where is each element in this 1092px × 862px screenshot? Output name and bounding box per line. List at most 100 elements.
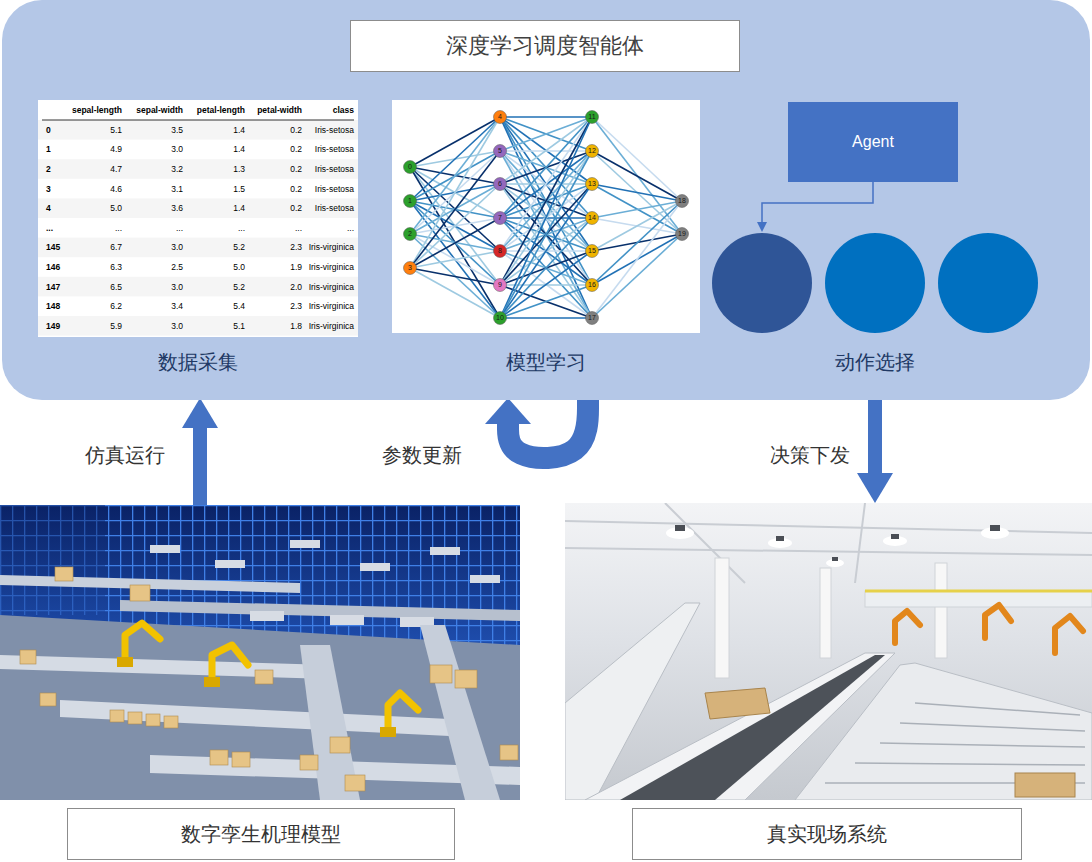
panel-title: 深度学习调度智能体 [446, 33, 644, 59]
table-cell: 3.0 [171, 242, 183, 252]
neuron-link [592, 234, 682, 318]
table-cell: 3.5 [171, 125, 183, 135]
table-cell: 2.3 [290, 301, 302, 311]
real-site-panel: 真实现场系统 [565, 503, 1092, 862]
neuron-number: 19 [678, 230, 686, 238]
neuron-link [500, 151, 592, 318]
neuron-link [410, 268, 500, 285]
flow-arrow [485, 398, 588, 458]
section-caption-box: 数据采集 [38, 344, 358, 380]
neuron [494, 245, 507, 258]
system-label-box: 真实现场系统 [632, 808, 1022, 860]
neuron-link [500, 151, 592, 318]
neuron-link [500, 184, 592, 318]
table-cell: 3.0 [171, 282, 183, 292]
table-row-index: 148 [46, 301, 60, 311]
table-cell: Iris-virginica [309, 242, 354, 252]
model-learning-section: 模型学习 [392, 100, 700, 398]
neuron-link [500, 117, 592, 251]
table-cell: 1.4 [233, 203, 245, 213]
neuron-link [410, 167, 500, 285]
neuron-link [500, 117, 592, 318]
neuron-link [410, 251, 500, 268]
arrow-shaft [508, 398, 588, 458]
neuron-number: 13 [588, 180, 596, 188]
table-header: class [333, 105, 354, 115]
table-cell: 1.4 [233, 144, 245, 154]
neuron [404, 161, 417, 174]
table-row-index: ... [46, 223, 53, 233]
neuron-number: 16 [588, 281, 596, 289]
table-row-index: 1 [46, 144, 51, 154]
table-row-index: 145 [46, 242, 60, 252]
arrow-label: 决策下发 [770, 443, 850, 467]
system-label: 数字孪生机理模型 [181, 822, 341, 846]
table-cell: 2.3 [290, 242, 302, 252]
neuron-number: 12 [588, 147, 596, 155]
neurons [404, 111, 689, 325]
neuron-link [410, 117, 500, 201]
table-cell: 5.4 [233, 301, 245, 311]
table-cell: ... [176, 223, 183, 233]
neuron [676, 195, 689, 208]
neuron [586, 111, 599, 124]
table-cell: ... [115, 223, 122, 233]
table-cell: Iris-setosa [315, 203, 354, 213]
table-cell: 6.3 [110, 262, 122, 272]
neuron-link [500, 117, 592, 285]
table-cell: 3.2 [171, 164, 183, 174]
neuron [586, 245, 599, 258]
neuron-link [500, 285, 592, 318]
table-header: petal-width [257, 105, 302, 115]
agent-panel: 深度学习调度智能体 数据采集 模型学习 动作选择Agent [2, 0, 1090, 400]
neuron-link [500, 117, 592, 251]
neuron [494, 312, 507, 325]
table-cell: Iris-setosa [315, 144, 354, 154]
table-cell: ... [295, 223, 302, 233]
neuron-number: 8 [498, 247, 502, 255]
table-row-index: 0 [46, 125, 51, 135]
neuron-link [500, 117, 592, 184]
table-row-index: 3 [46, 184, 51, 194]
neuron [404, 262, 417, 275]
neuron-link [500, 218, 592, 318]
table-cell: 1.5 [233, 184, 245, 194]
neuron-link [410, 268, 500, 318]
table-cell: 6.5 [110, 282, 122, 292]
neuron-number: 3 [408, 264, 412, 272]
neuron-link [500, 285, 592, 318]
neuron-link [592, 117, 682, 201]
table-cell: Iris-virginica [309, 321, 354, 331]
table-cell: 5.0 [233, 262, 245, 272]
neuron-link [592, 184, 682, 201]
table-cell: 5.1 [110, 125, 122, 135]
arrow-head [182, 398, 218, 428]
neuron-number: 15 [588, 247, 596, 255]
real-site-photo [565, 503, 1092, 800]
table-cell: 3.6 [171, 203, 183, 213]
neuron-link [500, 117, 592, 318]
neuron-link [500, 184, 592, 318]
neuron [404, 195, 417, 208]
table-header: sepal-length [72, 105, 122, 115]
arrow-shaft [868, 398, 882, 474]
neuron [586, 145, 599, 158]
arrow-head [857, 473, 893, 503]
neuron [586, 279, 599, 292]
neuron [494, 145, 507, 158]
table-row-index: 4 [46, 203, 51, 213]
table-cell: ... [238, 223, 245, 233]
neuron-link [410, 201, 500, 285]
table-cell: 3.4 [171, 301, 183, 311]
neuron-link [410, 167, 500, 318]
neuron-links [410, 117, 682, 318]
neuron [404, 228, 417, 241]
neuron-link [410, 218, 500, 268]
neuron-number: 9 [498, 281, 502, 289]
table-cell: 3.0 [171, 321, 183, 331]
neuron-link [592, 201, 682, 285]
neuron-number: 7 [498, 214, 502, 222]
action-selection-section: 动作选择Agent [705, 100, 1045, 398]
table-cell: 0.2 [290, 144, 302, 154]
neuron-link [592, 201, 682, 318]
